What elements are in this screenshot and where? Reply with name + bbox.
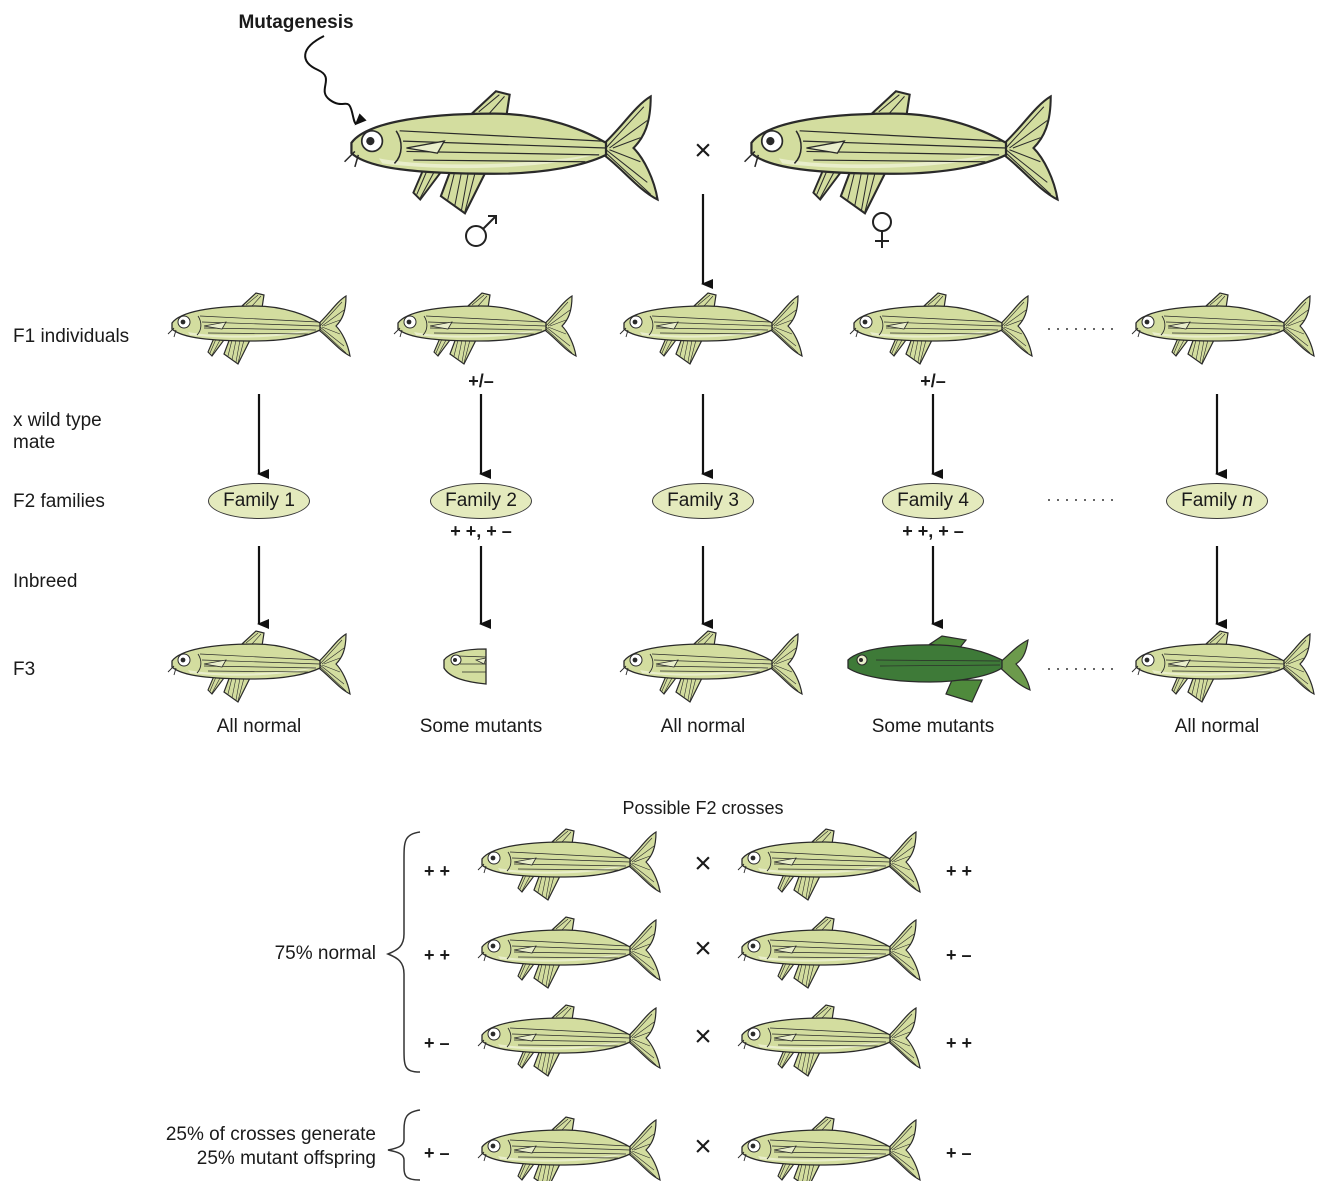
family-n-label: Family [1181, 490, 1242, 511]
cross-2-right-fish [738, 917, 920, 988]
row-label-f2: F2 families [13, 491, 105, 513]
f1-fish-n [1132, 293, 1314, 364]
family-1-label: Family 1 [223, 490, 295, 511]
f1-genotype-4: +/– [920, 370, 946, 392]
family-n-suffix: n [1242, 490, 1253, 511]
f1-fish-4 [850, 293, 1032, 364]
f3-fish-3 [620, 631, 802, 702]
normal-percentage-label: 75% normal [275, 943, 376, 965]
outcome-1: All normal [217, 716, 301, 738]
male-symbol-icon [466, 216, 496, 246]
f3-fish-4-mutant [848, 636, 1030, 702]
cross-3-left-genotype: + – [424, 1032, 450, 1054]
family-2-genotype: + +, + – [450, 520, 512, 542]
row-label-mate: x wild type mate [13, 410, 138, 454]
cross-2-symbol: × [694, 938, 712, 960]
parent-cross-symbol: × [694, 140, 712, 162]
family-3-label: Family 3 [667, 490, 739, 511]
cross-4-right-genotype: + – [946, 1142, 972, 1164]
cross-4-right-fish [738, 1117, 920, 1181]
f1-fish-2 [394, 293, 576, 364]
cross-2-left-genotype: + + [424, 944, 450, 966]
parent-fish-female [745, 91, 1058, 213]
cross-2-left-fish [478, 917, 660, 988]
mutant-percentage-line1: 25% of crosses generate [166, 1124, 376, 1146]
mutagenesis-label: Mutagenesis [238, 12, 353, 34]
parent-fish-male [345, 91, 658, 213]
cross-3-symbol: × [694, 1026, 712, 1048]
brace-mutant [388, 1110, 420, 1180]
cross-3-left-fish [478, 1005, 660, 1076]
family-3-oval: Family 3 [652, 483, 754, 519]
family-4-oval: Family 4 [882, 483, 984, 519]
family-2-oval: Family 2 [430, 483, 532, 519]
row-label-f1: F1 individuals [13, 326, 129, 348]
row-label-inbreed: Inbreed [13, 571, 77, 593]
family-1-oval: Family 1 [208, 483, 310, 519]
cross-1-right-genotype: + + [946, 860, 972, 882]
female-symbol-icon [873, 213, 891, 248]
f3-fish-1 [168, 631, 350, 702]
mutant-percentage-line2: 25% mutant offspring [197, 1148, 376, 1170]
possible-crosses-title: Possible F2 crosses [622, 797, 783, 819]
outcome-n: All normal [1175, 716, 1259, 738]
f1-fish-3 [620, 293, 802, 364]
cross-2-right-genotype: + – [946, 944, 972, 966]
f3-fish-2-truncated [444, 649, 486, 684]
f1-fish-1 [168, 293, 350, 364]
family-n-oval: Family n [1166, 483, 1268, 519]
family-2-label: Family 2 [445, 490, 517, 511]
cross-4-symbol: × [694, 1136, 712, 1158]
cross-1-symbol: × [694, 853, 712, 875]
outcome-3: All normal [661, 716, 745, 738]
mutagen-wave [305, 36, 356, 124]
cross-3-right-fish [738, 1005, 920, 1076]
f1-genotype-2: +/– [468, 370, 494, 392]
outcome-4: Some mutants [872, 716, 995, 738]
cross-3-right-genotype: + + [946, 1032, 972, 1054]
f3-fish-n [1132, 631, 1314, 702]
arrows-f2-to-f3 [259, 546, 1217, 624]
cross-4-left-genotype: + – [424, 1142, 450, 1164]
row-label-f3: F3 [13, 659, 35, 681]
family-4-label: Family 4 [897, 490, 969, 511]
cross-1-left-fish [478, 829, 660, 900]
cross-1-right-fish [738, 829, 920, 900]
arrows-f1-to-f2 [259, 394, 1217, 474]
cross-1-left-genotype: + + [424, 860, 450, 882]
outcome-2: Some mutants [420, 716, 543, 738]
cross-4-left-fish [478, 1117, 660, 1181]
family-4-genotype: + +, + – [902, 520, 964, 542]
brace-normal [388, 832, 420, 1072]
